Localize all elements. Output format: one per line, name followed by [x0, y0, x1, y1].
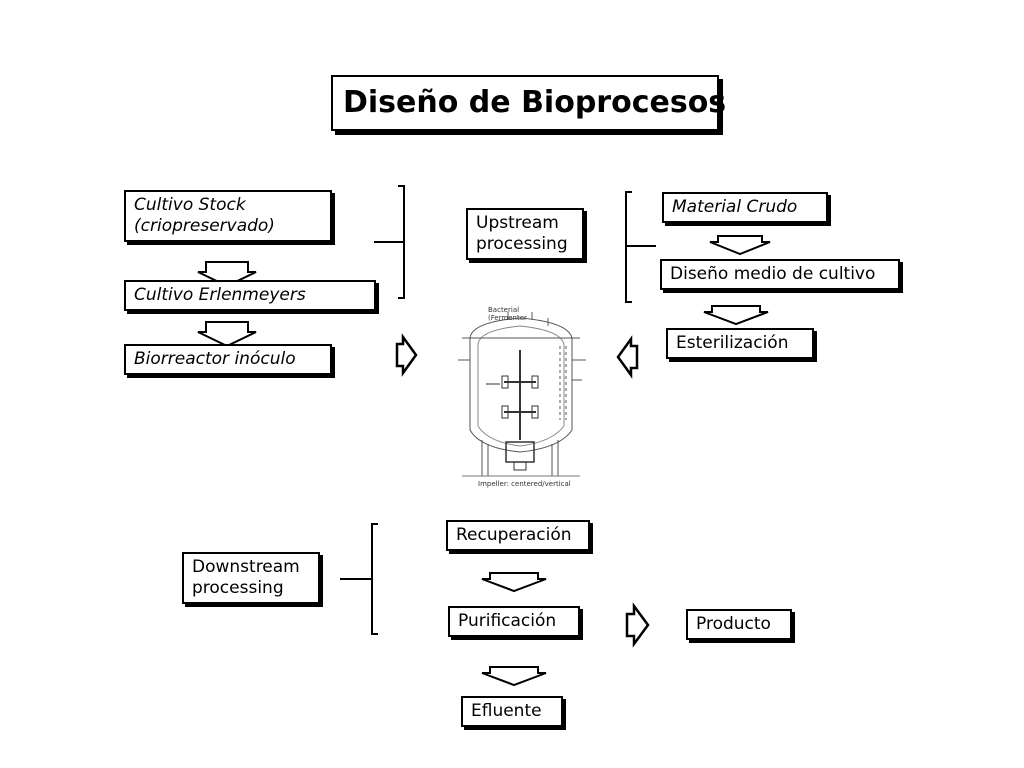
fermenter-caption-bottom: Impeller: centered/vertical: [478, 480, 571, 488]
esterilizacion-box: Esterilización: [666, 328, 814, 359]
right-arrow-icon: [625, 602, 650, 648]
efluente-box: Efluente: [461, 696, 563, 727]
cultivo-erlenmeyers-box: Cultivo Erlenmeyers: [124, 280, 376, 311]
downstream-processing-box: Downstream processing: [182, 552, 320, 604]
recuperacion-box: Recuperación: [446, 520, 590, 551]
down-arrow-icon: [481, 666, 547, 687]
down-arrow-icon: [703, 305, 769, 326]
down-arrow-icon: [481, 572, 547, 593]
biorreactor-inoculo-box: Biorreactor inóculo: [124, 344, 332, 375]
right-arrow-icon: [395, 333, 418, 377]
downstream-bracket: [340, 523, 378, 635]
material-crudo-box: Material Crudo: [662, 192, 828, 223]
down-arrow-icon: [197, 261, 257, 288]
down-arrow-icon: [197, 321, 257, 348]
fermenter-caption-sub: (Fermenter: [488, 314, 527, 322]
right-bracket: [625, 191, 656, 303]
down-arrow-icon: [709, 235, 771, 256]
left-arrow-icon: [616, 335, 639, 379]
left-bracket: [374, 185, 405, 299]
page-title: Diseño de Bioprocesos: [331, 75, 726, 131]
producto-box: Producto: [686, 609, 792, 640]
cultivo-stock-box: Cultivo Stock (criopreservado): [124, 190, 332, 242]
diseno-medio-box: Diseño medio de cultivo: [660, 259, 900, 290]
fermenter-caption-top: Bacterial: [488, 306, 519, 314]
purificacion-box: Purificación: [448, 606, 580, 637]
fermenter-illustration: [458, 312, 586, 477]
upstream-processing-box: Upstream processing: [466, 208, 584, 260]
